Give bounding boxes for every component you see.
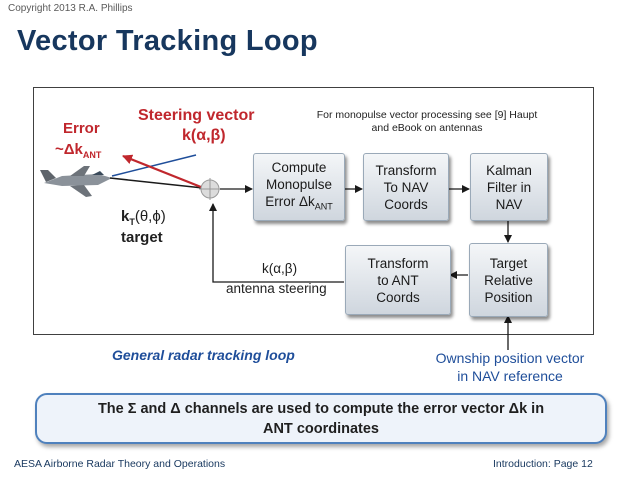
target-pos-line1: Target	[489, 255, 528, 271]
target-k: k	[121, 208, 130, 225]
compute-line3-text: Error	[265, 193, 299, 209]
error-prefix: ~	[55, 141, 64, 158]
transform-ant-line3: Coords	[376, 289, 420, 305]
summary-line1: The Σ and Δ channels are used to compute…	[97, 401, 545, 417]
copyright-text: Copyright 2013 R.A. Phillips	[8, 3, 133, 14]
transform-nav-line3: Coords	[384, 196, 428, 212]
footer-left: AESA Airborne Radar Theory and Operation…	[14, 458, 226, 470]
footer-right: Introduction: Page 12	[493, 458, 593, 470]
compute-line3: Error ΔkANT	[254, 193, 344, 216]
transform-nav-line2: To NAV	[383, 179, 429, 195]
compute-line2: Monopulse	[265, 176, 333, 192]
steering-vector-title: Steering vector	[138, 107, 255, 124]
antenna-icon	[199, 178, 221, 200]
steering-vector-line	[122, 154, 207, 191]
target-subscript: T	[129, 217, 135, 227]
target-position-box: Target Relative Position	[469, 243, 548, 317]
summary-line2: ANT coordinates	[262, 421, 379, 437]
error-vector-label: ~ΔkANT	[55, 141, 101, 160]
reference-note: For monopulse vector processing see [9] …	[316, 109, 538, 134]
compute-line1: Compute	[271, 159, 327, 175]
target-vector-line	[109, 177, 204, 189]
transform-nav-box: Transform To NAV Coords	[363, 153, 449, 221]
steering-vector-symbol: k(α,β)	[182, 127, 226, 144]
fighter-jet-icon	[40, 166, 112, 197]
kalman-filter-box: Kalman Filter in NAV	[470, 153, 548, 221]
kalman-line2: Filter in	[486, 179, 532, 195]
feedback-arrow	[209, 203, 344, 283]
feedback-vector-label: k(α,β)	[262, 261, 298, 276]
target-vector-label: kT(θ,ϕ)	[121, 208, 166, 227]
error-label: Error	[63, 120, 100, 137]
compute-line3-symbol: Δk	[298, 193, 315, 209]
slide-title: Vector Tracking Loop	[17, 25, 318, 57]
error-subscript: ANT	[82, 150, 102, 160]
kalman-line1: Kalman	[486, 162, 532, 178]
transform-ant-box: Transform to ANT Coords	[345, 245, 451, 315]
error-vector-line	[111, 154, 197, 177]
target-args: (θ,ϕ)	[134, 208, 166, 225]
summary-callout: The Σ and Δ channels are used to compute…	[35, 393, 607, 444]
ownship-line2: in NAV reference	[457, 368, 563, 384]
target-pos-line3: Position	[484, 289, 533, 305]
transform-ant-line2: to ANT	[377, 272, 419, 288]
target-label: target	[121, 229, 163, 246]
transform-ant-line1: Transform	[367, 255, 429, 271]
compute-line3-subscript: ANT	[314, 201, 333, 212]
transform-nav-line1: Transform	[375, 162, 437, 178]
error-symbol: Δk	[63, 141, 83, 158]
compute-monopulse-box: Compute Monopulse Error ΔkANT	[253, 153, 345, 221]
diagram-caption: General radar tracking loop	[112, 347, 295, 363]
kalman-line3: NAV	[495, 196, 523, 212]
ownship-line1: Ownship position vector	[435, 350, 585, 366]
antenna-steering-label: antenna steering	[226, 281, 327, 296]
target-pos-line2: Relative	[484, 272, 533, 288]
